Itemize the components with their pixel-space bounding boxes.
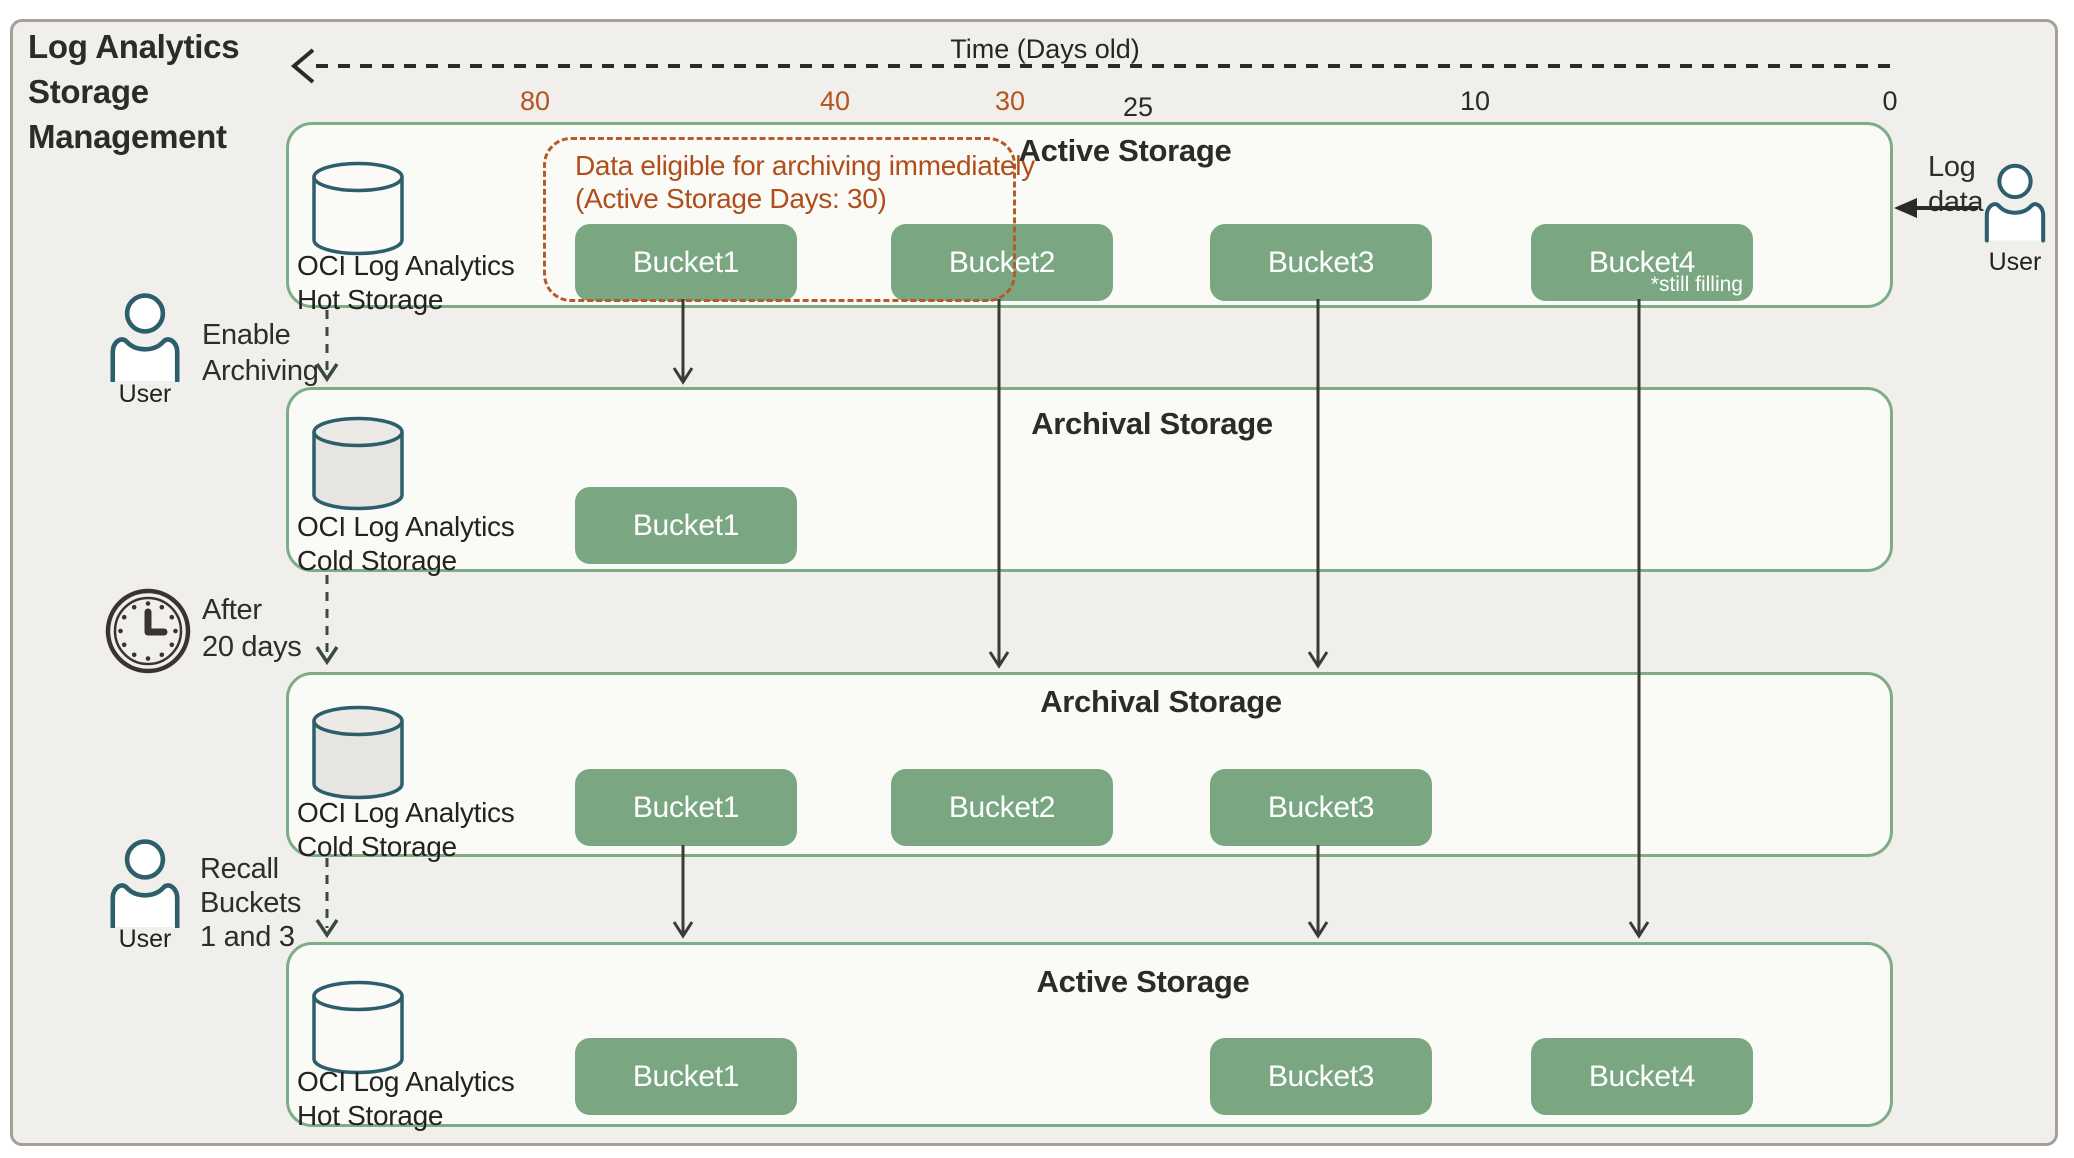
storage-label: OCI Log Analytics Cold Storage: [297, 797, 515, 862]
user-label: User: [118, 380, 172, 408]
user-label: User: [1988, 248, 2042, 276]
enable-archiving-label: Enable Archiving: [202, 319, 319, 387]
bucket3: Bucket3: [1210, 224, 1432, 301]
bucket1: Bucket1: [575, 1038, 797, 1115]
cold-storage-cylinder-icon: [312, 705, 404, 800]
archive-eligibility-annotation: Data eligible for archiving immediately …: [543, 137, 1035, 302]
bucket4-note: *still filling: [1650, 273, 1743, 296]
time-tick-30: 30: [994, 86, 1026, 116]
user-icon: [106, 838, 184, 928]
bucket4: Bucket4: [1531, 1038, 1753, 1115]
bucket1: Bucket1: [575, 224, 797, 301]
time-axis-label: Time (Days old): [950, 34, 1140, 64]
annotation-text: Data eligible for archiving immediately …: [575, 150, 1035, 214]
time-tick-0: 0: [1882, 86, 1898, 116]
hot-storage-cylinder-icon: [312, 161, 404, 256]
log-data-label: Log data: [1928, 151, 1984, 218]
bucket1: Bucket1: [575, 487, 797, 564]
page-title: Log Analytics Storage Management: [28, 28, 240, 155]
storage-label: OCI Log Analytics Hot Storage: [297, 1066, 515, 1131]
after-20-days-label: After 20 days: [202, 594, 302, 663]
cold-storage-cylinder-icon: [312, 416, 404, 511]
recall-buckets-label: Recall Buckets 1 and 3: [200, 853, 302, 953]
bucket1: Bucket1: [575, 769, 797, 846]
bucket3: Bucket3: [1210, 769, 1432, 846]
archival-storage-row-1: Archival Storage OCI Log Analytics Cold …: [286, 387, 1893, 576]
row-header: Archival Storage: [1031, 406, 1273, 441]
clock-icon: [103, 586, 193, 676]
storage-label: OCI Log Analytics Cold Storage: [297, 511, 515, 576]
bucket2: Bucket2: [891, 769, 1113, 846]
storage-label: OCI Log Analytics Hot Storage: [297, 250, 515, 315]
hot-storage-cylinder-icon: [312, 980, 404, 1075]
archival-storage-row-2: Archival Storage OCI Log Analytics Cold …: [286, 672, 1893, 862]
time-tick-80: 80: [519, 86, 551, 116]
row-header: Archival Storage: [1040, 684, 1282, 719]
active-storage-row-2: Active Storage OCI Log Analytics Hot Sto…: [286, 942, 1893, 1131]
bucket4: Bucket4 *still filling: [1531, 224, 1753, 301]
time-tick-40: 40: [819, 86, 851, 116]
row-header: Active Storage: [1036, 964, 1250, 999]
user-icon: [106, 292, 184, 382]
active-storage-row-1: Active Storage OCI Log Analytics Hot Sto…: [286, 122, 1893, 315]
bucket3: Bucket3: [1210, 1038, 1432, 1115]
time-tick-25: 25: [1122, 92, 1154, 122]
time-tick-10: 10: [1459, 86, 1491, 116]
row-header: Active Storage: [1018, 133, 1232, 168]
user-label: User: [118, 925, 172, 953]
user-icon: [1981, 158, 2049, 246]
